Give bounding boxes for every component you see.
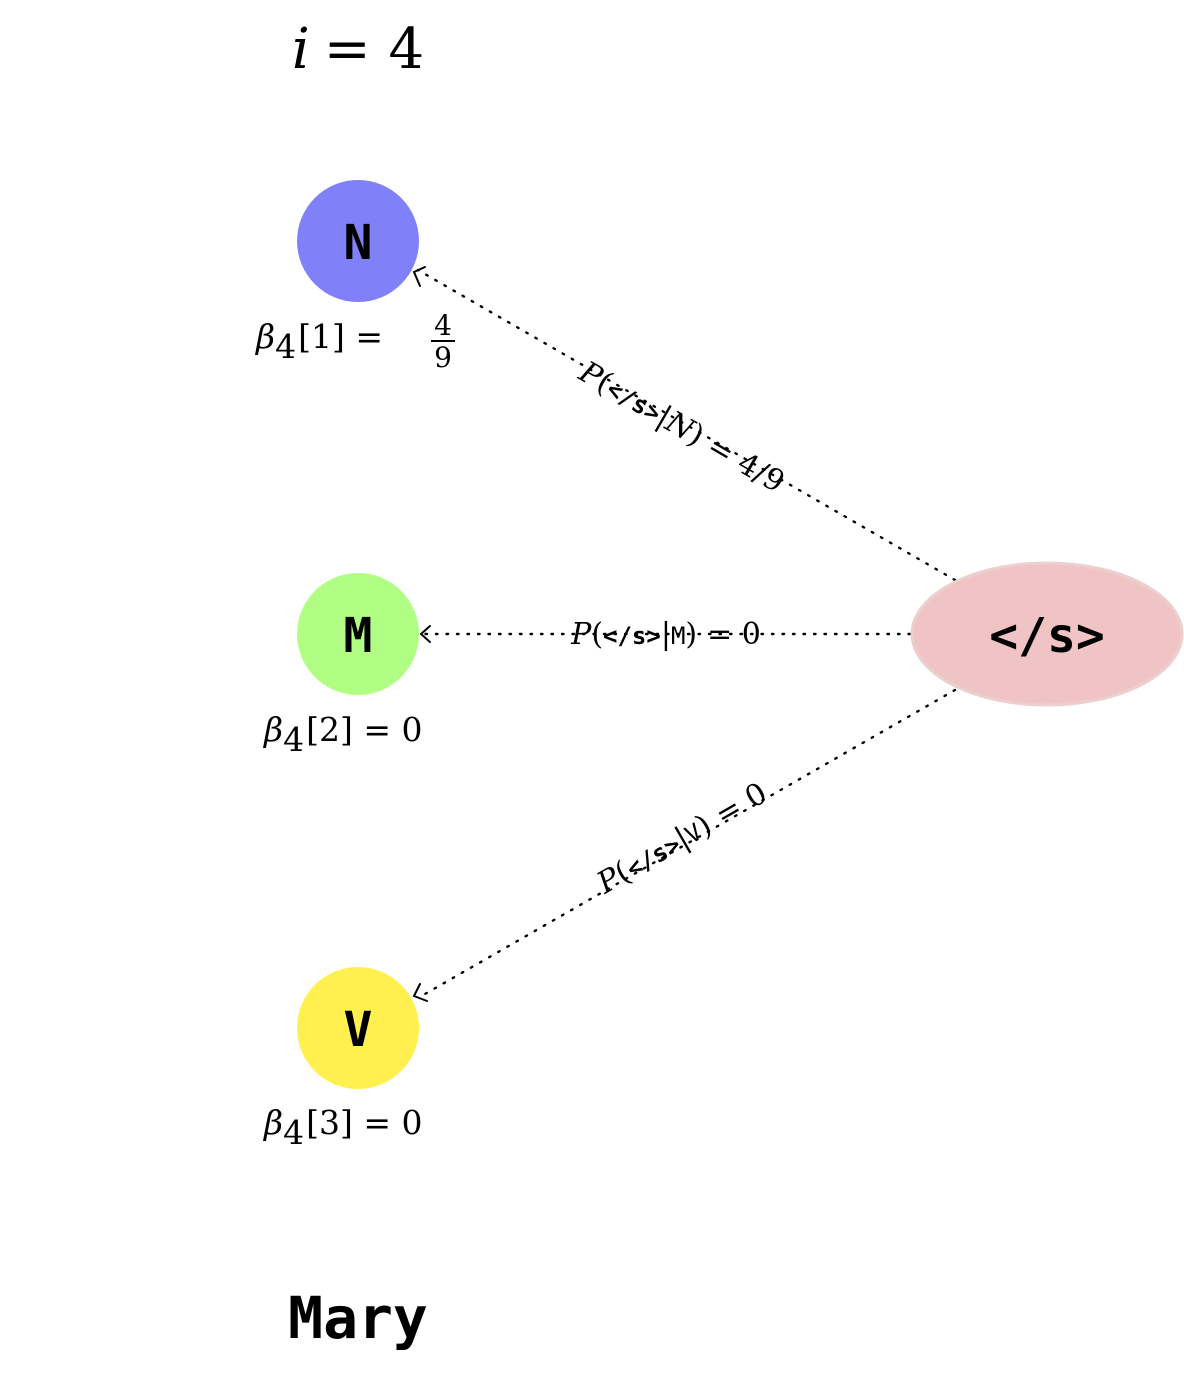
beta-frac-den-n: 9 [434,341,452,374]
edge-label-m: P(</s>|M)= 0 [570,617,761,652]
node-n-label: N [344,215,373,271]
node-n [297,180,419,302]
arrowhead-v [412,983,428,1002]
edge-label-n: P(</s>|N)= 4/9 [572,354,790,500]
beta-label-v: β4[3] = 0 [262,1103,422,1152]
node-v-label: V [344,1002,373,1058]
edge-end-to-v [416,688,957,1000]
observed-word: Mary [288,1284,428,1352]
beta-label-m: β4[2] = 0 [262,710,422,759]
arrowhead-m [419,625,431,643]
node-end-border [910,561,1184,707]
edge-label-v: P(</s>|V)= 0 [590,776,773,902]
beta-frac-num-n: 4 [434,309,452,342]
node-end-label: </s> [989,608,1105,664]
node-m [297,573,419,695]
arrowhead-n [412,266,426,287]
node-end [912,563,1182,705]
beta-label-n: β4[1] = [254,317,383,366]
edge-end-to-n [416,268,957,582]
step-header: i= 4 [292,17,424,82]
node-v [297,967,419,1089]
node-m-label: M [344,608,373,664]
